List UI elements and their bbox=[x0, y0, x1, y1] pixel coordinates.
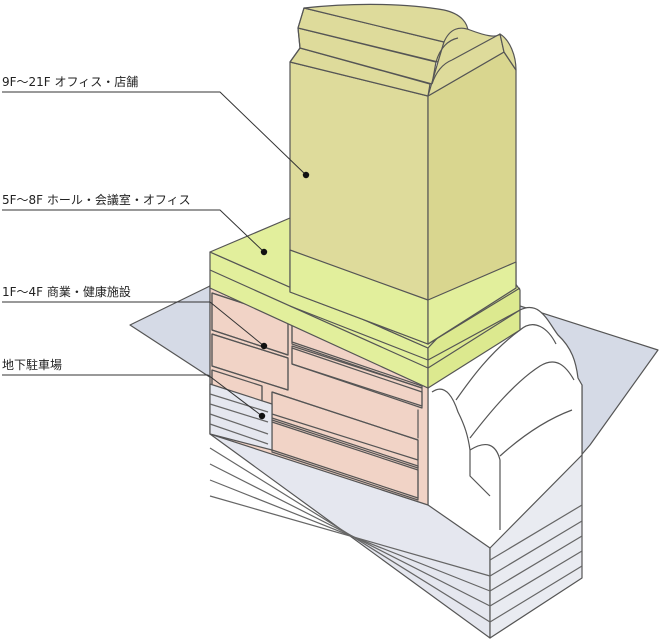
label-lower-floors: 1F～4F 商業・健康施設 bbox=[2, 285, 131, 299]
leader-line-middle bbox=[2, 209, 265, 253]
leader-line-upper bbox=[2, 91, 307, 176]
pointer-dot-middle bbox=[260, 248, 268, 256]
pointer-dot-upper bbox=[302, 171, 310, 179]
white-side-block bbox=[427, 307, 583, 549]
label-upper-floors: 9F～21F オフィス・店舗 bbox=[2, 75, 139, 89]
label-middle-floors: 5F～8F ホール・会議室・オフィス bbox=[2, 193, 191, 207]
label-basement: 地下駐車場 bbox=[2, 358, 63, 372]
pointer-dot-basement bbox=[258, 412, 266, 420]
leader-line-lower bbox=[2, 301, 265, 347]
leader-line-basement bbox=[2, 374, 263, 417]
pointer-dot-lower bbox=[260, 342, 268, 350]
